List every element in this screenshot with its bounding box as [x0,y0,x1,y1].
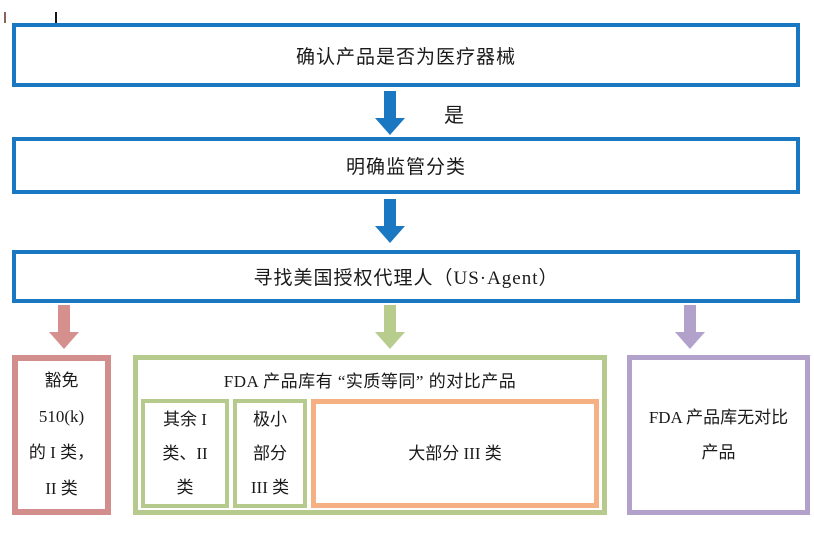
step-classification-box: 明确监管分类 [12,137,800,194]
subcategory-line: III 类 [250,477,290,497]
step-us-agent-label: 寻找美国授权代理人（US·Agent） [253,268,559,289]
down-arrow-icon [375,91,405,135]
predicate-subcategories-row: 其余 I 类、II 类 极小 部分 III 类 大部分 III 类 [141,399,599,508]
step-us-agent-box: 寻找美国授权代理人（US·Agent） [12,250,800,303]
down-arrow-icon [375,199,405,243]
subcategory-line: 类、II [162,443,208,463]
outcome-exempt-510k-box: 豁免 510(k) 的 I 类， II 类 [12,355,111,515]
exempt-line: 510(k) [38,407,85,426]
no-predicate-label: FDA 产品库无对比产品 [648,408,789,462]
subcategory-line: 其余 I [163,409,207,429]
subcategory-most-class3-label: 大部分 III 类 [408,443,502,463]
predicate-found-header: FDA 产品库有 “实质等同” 的对比产品 [223,372,517,391]
yes-branch-label: 是 [444,105,464,127]
exempt-line: II 类 [45,479,78,498]
step-confirm-device-label: 确认产品是否为医疗器械 [295,46,516,68]
text-cursor-artifact-icon [55,12,57,23]
exempt-line: 的 I 类， [28,443,95,462]
no-predicate-branch-arrow-icon [675,305,705,349]
exempt-line: 豁免 [44,371,79,390]
subcategory-small-part-class3-box: 极小 部分 III 类 [233,399,307,508]
stray-mark-icon [4,12,6,23]
subcategory-line: 极小 [253,409,287,429]
outcome-predicate-found-box: FDA 产品库有 “实质等同” 的对比产品 其余 I 类、II 类 极小 部分 … [133,355,607,515]
subcategory-line: 部分 [253,443,287,463]
predicate-branch-arrow-icon [375,305,405,349]
exempt-branch-arrow-icon [49,305,79,349]
subcategory-rest-class1-2-box: 其余 I 类、II 类 [141,399,229,508]
step-classification-label: 明确监管分类 [345,157,466,178]
subcategory-most-class3-box: 大部分 III 类 [311,399,599,508]
outcome-no-predicate-box: FDA 产品库无对比产品 [627,355,810,515]
step-confirm-device-box: 确认产品是否为医疗器械 [12,23,800,87]
subcategory-line: 类 [176,477,194,497]
